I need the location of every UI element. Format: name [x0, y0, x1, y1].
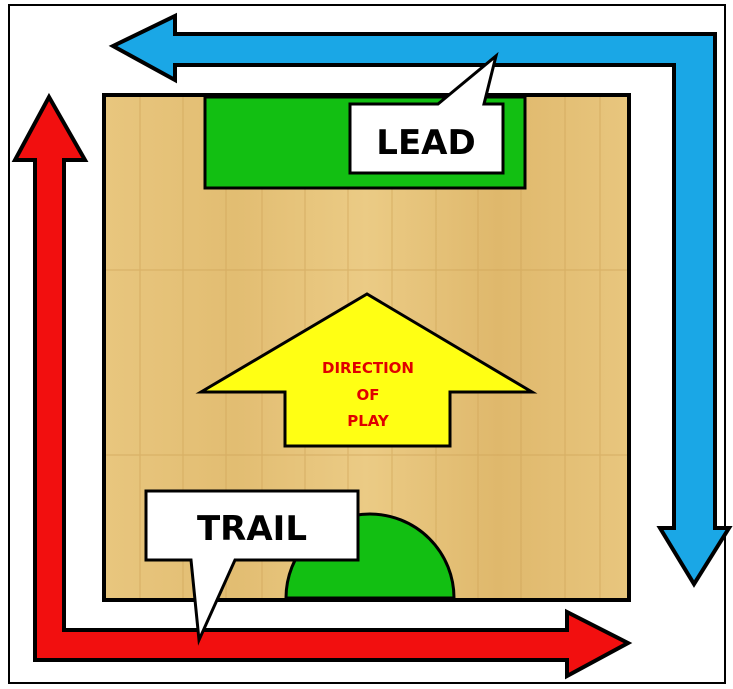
direction-label-line-1: DIRECTION: [322, 359, 414, 377]
direction-arrow-icon: [195, 292, 538, 448]
trail-callout: TRAIL: [144, 489, 360, 646]
lead-callout: LEAD: [348, 51, 505, 175]
direction-label-line-2: OF: [357, 386, 380, 404]
trail-arrow-icon: [11, 92, 633, 680]
image-frame: [8, 4, 726, 684]
trail-label: TRAIL: [197, 509, 307, 549]
lead-label: LEAD: [376, 123, 475, 163]
lead-arrow-icon: [108, 12, 733, 588]
direction-label-line-3: PLAY: [347, 412, 390, 430]
direction-label: DIRECTION OF PLAY: [322, 359, 414, 430]
